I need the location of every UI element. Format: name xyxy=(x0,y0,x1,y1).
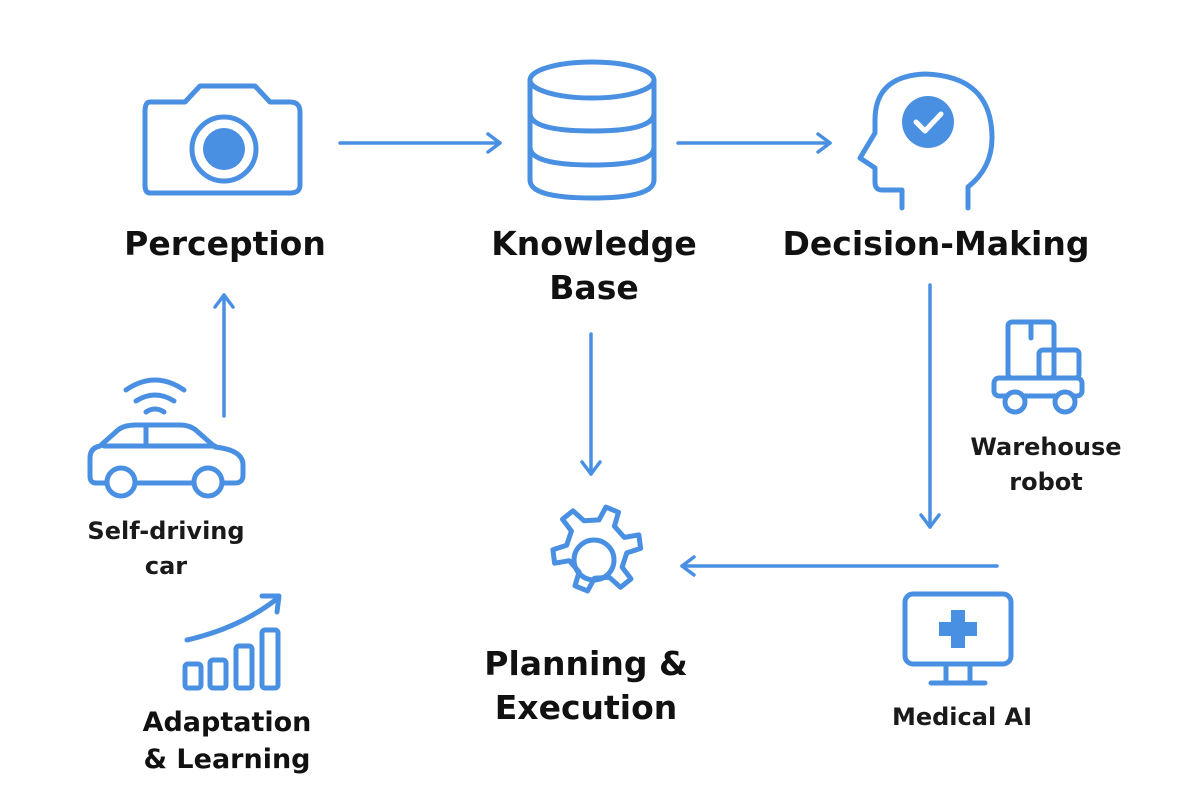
planning-execution-label: Planning & Execution xyxy=(484,642,687,730)
arrow-decision-down xyxy=(919,283,941,529)
self-driving-car-line2: car xyxy=(144,552,188,580)
planning-execution-line1: Planning & xyxy=(484,644,688,683)
knowledge-base-label: Knowledge Base xyxy=(491,222,697,310)
adaptation-learning-line2: & Learning xyxy=(143,744,311,775)
arrow-car-to-perception xyxy=(213,293,235,418)
gear-icon xyxy=(550,504,644,594)
warehouse-robot-icon xyxy=(991,319,1085,415)
warehouse-robot-label: Warehouse robot xyxy=(970,430,1121,500)
arrow-perception-to-knowledge xyxy=(338,132,502,154)
growth-chart-icon xyxy=(182,593,282,691)
adaptation-learning-label: Adaptation & Learning xyxy=(143,704,312,778)
warehouse-robot-line1: Warehouse xyxy=(970,433,1122,461)
car-wifi-icon xyxy=(87,377,246,499)
arrow-knowledge-to-planning xyxy=(580,332,602,476)
database-icon xyxy=(527,59,657,201)
medical-monitor-icon xyxy=(902,591,1014,686)
decision-making-label-text: Decision-Making xyxy=(782,224,1090,263)
knowledge-base-line2: Base xyxy=(549,268,639,307)
perception-label: Perception xyxy=(124,222,326,266)
medical-ai-label: Medical AI xyxy=(892,700,1032,735)
perception-label-text: Perception xyxy=(124,224,326,263)
knowledge-base-line1: Knowledge xyxy=(491,224,697,263)
self-driving-car-label: Self-driving car xyxy=(87,514,244,584)
arrow-knowledge-to-decision xyxy=(676,132,832,154)
planning-execution-line2: Execution xyxy=(494,688,678,727)
medical-ai-label-text: Medical AI xyxy=(891,703,1033,731)
warehouse-robot-line2: robot xyxy=(1009,468,1083,496)
decision-making-label: Decision-Making xyxy=(783,222,1090,266)
head-check-icon xyxy=(857,71,995,211)
self-driving-car-line1: Self-driving xyxy=(87,517,245,545)
adaptation-learning-line1: Adaptation xyxy=(142,707,312,738)
arrow-to-planning xyxy=(680,555,999,577)
camera-icon xyxy=(142,83,303,196)
